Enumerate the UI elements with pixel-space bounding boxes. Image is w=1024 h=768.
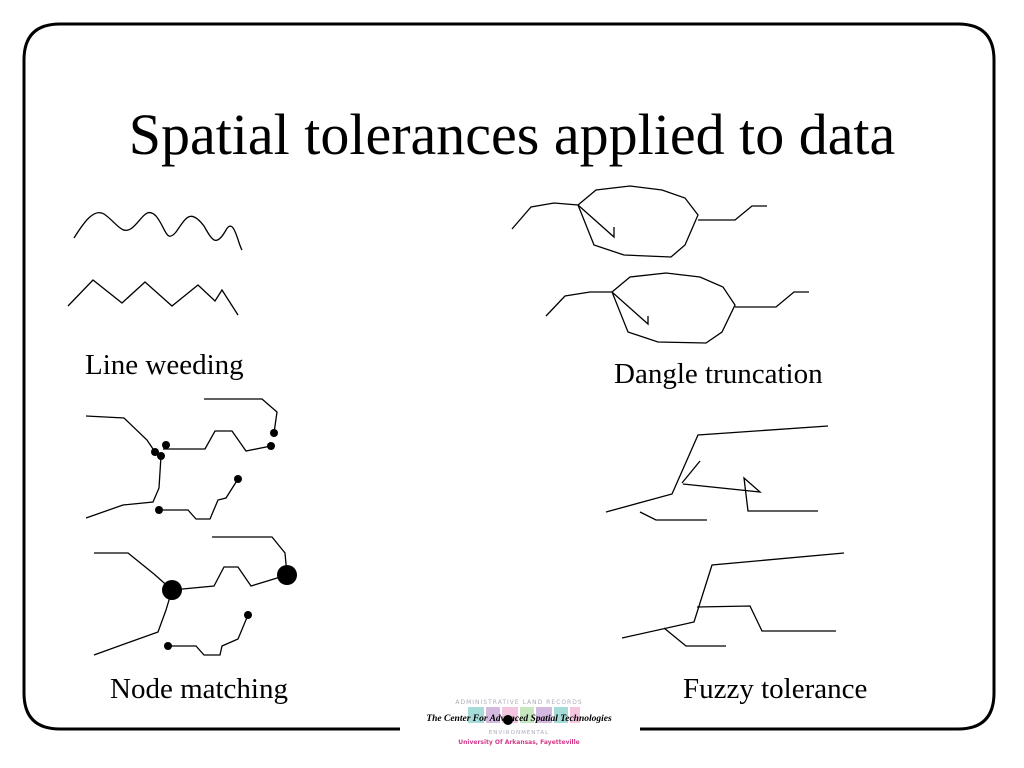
node-matching-before (85, 398, 278, 520)
node-matching-before-nodes (151, 429, 278, 514)
caption-line-weeding: Line weeding (85, 349, 244, 381)
line-weeding-weeded-line (67, 279, 239, 316)
logo-university: University Of Arkansas, Fayetteville (458, 739, 580, 746)
logo-top-text: ADMINISTRATIVE LAND RECORDS (455, 699, 583, 706)
line-weeding-original-line (73, 211, 243, 251)
slide-title: Spatial tolerances applied to data (128, 102, 896, 167)
fuzzy-tolerance-before (605, 425, 829, 521)
dangle-truncation-after (545, 272, 809, 344)
caption-dangle-truncation: Dangle truncation (614, 358, 823, 390)
caption-fuzzy-tolerance: Fuzzy tolerance (683, 673, 868, 705)
node-matching-after-nodes (162, 565, 297, 650)
cast-logo: ADMINISTRATIVE LAND RECORDS The Center F… (398, 699, 640, 751)
logo-middle-text: ENVIRONMENTAL (488, 730, 550, 736)
slide-border (22, 22, 996, 731)
logo-organization-name: The Center For Advanced Spatial Technolo… (426, 714, 612, 724)
caption-node-matching: Node matching (110, 673, 288, 705)
cast-logo-graphic (468, 707, 580, 725)
fuzzy-tolerance-after (621, 552, 845, 647)
dangle-truncation-before (511, 185, 767, 258)
node-matching-after (93, 536, 288, 656)
